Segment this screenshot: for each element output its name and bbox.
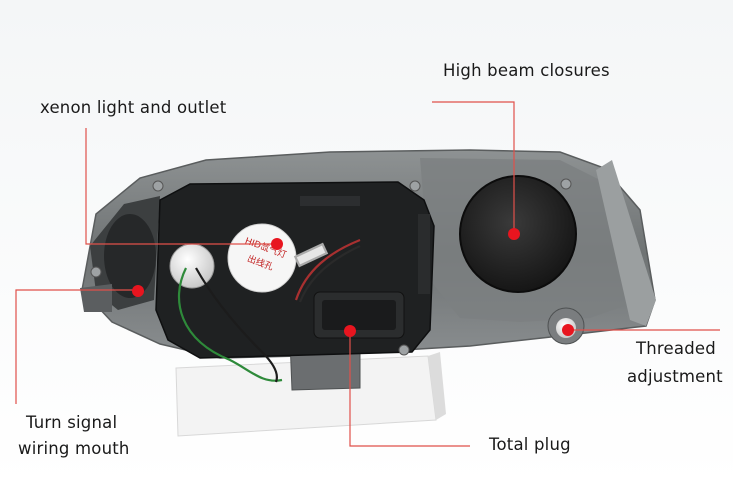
total-plug-connector <box>313 291 405 339</box>
label-turn-signal-line1: Turn signal <box>26 413 118 432</box>
label-threaded-line2: adjustment <box>627 367 723 386</box>
cardboard-box <box>175 352 446 437</box>
hid-sticker: HID氙气灯 出线孔 <box>227 223 297 293</box>
leader-lines <box>15 101 720 447</box>
turn-signal-socket <box>169 243 215 289</box>
callout-dots <box>132 228 574 337</box>
label-xenon-light-and-outlet: xenon light and outlet <box>40 98 227 117</box>
label-threaded-line1: Threaded <box>636 339 716 358</box>
label-high-beam-closures: High beam closures <box>443 61 610 80</box>
label-total-plug: Total plug <box>489 435 571 454</box>
wiring <box>177 238 361 383</box>
label-turn-signal-line2: wiring mouth <box>18 439 130 458</box>
screws <box>90 178 572 356</box>
